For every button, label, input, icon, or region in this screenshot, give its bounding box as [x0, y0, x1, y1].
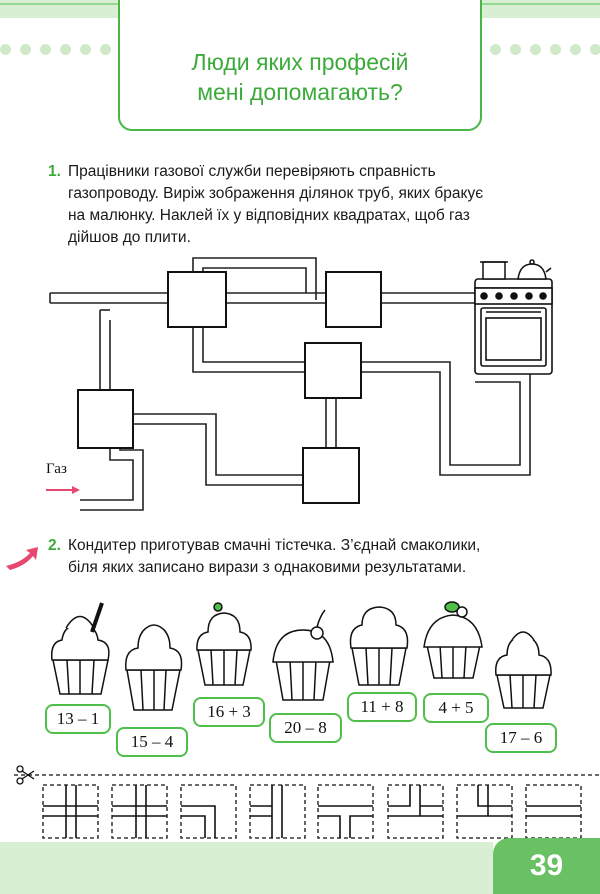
cupcake-icon — [50, 602, 110, 695]
task-2-number: 2. — [48, 537, 61, 554]
expression-box[interactable]: 17 – 6 — [485, 723, 557, 753]
task-2-line: Кондитер приготував смачні тістечка. З’є… — [68, 537, 481, 554]
cupcake-icon — [196, 602, 252, 686]
cupcake-icon — [272, 609, 334, 701]
cupcake-icon — [125, 624, 183, 711]
page-title-line2: мені допомагають? — [197, 79, 403, 105]
stove-icon — [474, 278, 553, 375]
page-title-box: Люди яких професій мені допомагають? — [118, 0, 482, 131]
kettle-icon — [517, 259, 552, 280]
expression-box[interactable]: 13 – 1 — [45, 704, 111, 734]
task-1-line: газопроводу. Виріж зображення ділянок тр… — [68, 185, 484, 202]
expression-box[interactable]: 16 + 3 — [193, 697, 265, 727]
pipe-slot-box — [77, 389, 134, 449]
task-1-line: дійшов до плити. — [68, 229, 191, 246]
expression-box[interactable]: 11 + 8 — [347, 692, 417, 722]
task-2-line: біля яких записано вирази з однаковими р… — [68, 559, 467, 576]
task-1-line: Працівники газової служби перевіряють сп… — [68, 163, 436, 180]
cupcake-icon — [423, 601, 483, 679]
task-2: 2. Кондитер приготував смачні тістечка. … — [48, 535, 568, 579]
pipe-slot-box — [302, 447, 360, 504]
cupcake-icon — [494, 631, 552, 709]
pipe-slot-box — [167, 271, 227, 328]
gas-label: Газ — [46, 461, 67, 477]
pipe-slot-box — [325, 271, 382, 328]
task-1-number: 1. — [48, 163, 61, 180]
page-title-line1: Люди яких професій — [191, 49, 409, 75]
page-number: 39 — [493, 838, 600, 894]
task-1-line: на малюнку. Наклей їх у відповідних квад… — [68, 207, 470, 224]
pot-icon — [480, 261, 508, 280]
expression-box[interactable]: 20 – 8 — [269, 713, 342, 743]
dot-row — [0, 40, 600, 60]
expression-box[interactable]: 15 – 4 — [116, 727, 188, 757]
task-1: 1. Працівники газової служби перевіряють… — [48, 161, 568, 251]
cupcake-icon — [349, 606, 409, 686]
scissors-icon — [16, 765, 35, 785]
pipe-slot-box — [304, 342, 362, 399]
gas-arrow-icon — [46, 486, 80, 494]
expression-box[interactable]: 4 + 5 — [423, 693, 489, 723]
bottom-decor-band — [0, 842, 493, 894]
